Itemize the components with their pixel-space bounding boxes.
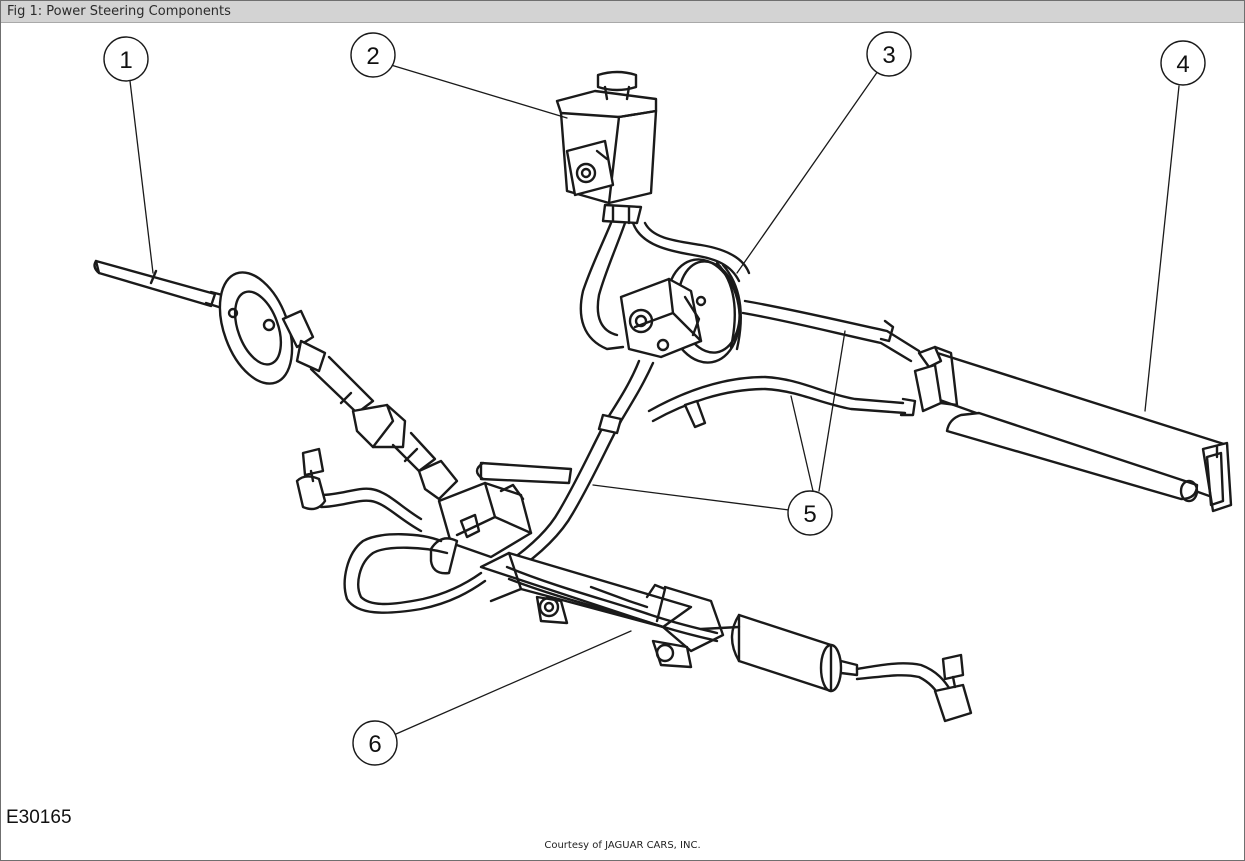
leader-5a	[818, 330, 846, 492]
callout-1: 1	[103, 36, 149, 82]
leader-4	[1144, 85, 1180, 412]
figure-title: Fig 1: Power Steering Components	[7, 4, 231, 19]
power-steering-pump	[619, 258, 742, 364]
leader-3	[736, 70, 879, 274]
leader-2	[390, 64, 568, 119]
fluid-reservoir	[555, 70, 658, 225]
callout-6: 6	[352, 720, 398, 766]
leader-lines	[129, 64, 1180, 735]
cooler-hoses	[647, 299, 921, 429]
steering-rack	[295, 447, 973, 723]
pressure-return-hoses	[475, 359, 655, 575]
fluid-cooler	[913, 345, 1233, 513]
figure-header: Fig 1: Power Steering Components	[1, 1, 1244, 23]
leader-5c	[592, 484, 790, 511]
leader-6	[395, 630, 632, 735]
callout-5: 5	[787, 490, 833, 536]
callout-1-label: 1	[119, 47, 132, 74]
leader-5b	[790, 395, 814, 492]
callouts: 1 2 3 4 5 6	[103, 31, 1206, 766]
reservoir-hoses	[579, 221, 751, 351]
power-steering-diagram: 1 2 3 4 5 6	[93, 31, 1233, 766]
callout-2-label: 2	[366, 43, 379, 70]
figure-credit: Courtesy of JAGUAR CARS, INC.	[544, 840, 701, 851]
callout-4-label: 4	[1176, 51, 1189, 78]
callout-5-label: 5	[803, 501, 816, 528]
callout-3-label: 3	[882, 42, 895, 69]
callout-4: 4	[1160, 40, 1206, 86]
callout-6-label: 6	[368, 731, 381, 758]
figure-code: E30165	[6, 807, 72, 828]
leader-1	[129, 80, 154, 274]
callout-2: 2	[350, 32, 396, 78]
callout-3: 3	[866, 31, 912, 77]
steering-column	[93, 259, 459, 501]
